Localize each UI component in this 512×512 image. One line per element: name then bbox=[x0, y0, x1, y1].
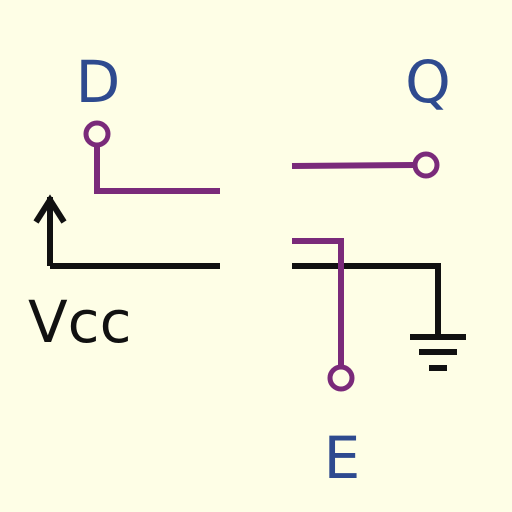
d-terminal-icon[interactable] bbox=[83, 120, 111, 148]
e-terminal-icon[interactable] bbox=[327, 364, 355, 392]
ground-wire bbox=[292, 263, 441, 334]
label-d: D bbox=[76, 48, 121, 116]
label-vcc: Vcc bbox=[28, 288, 131, 356]
e-enable-wire bbox=[292, 238, 344, 366]
q-terminal-icon[interactable] bbox=[412, 151, 440, 179]
q-output-wire bbox=[291, 162, 415, 169]
ground-icon bbox=[410, 334, 466, 371]
d-input-wire bbox=[94, 146, 220, 194]
arrow-up-icon bbox=[33, 194, 67, 224]
label-e: E bbox=[324, 424, 361, 492]
label-q: Q bbox=[405, 48, 451, 116]
